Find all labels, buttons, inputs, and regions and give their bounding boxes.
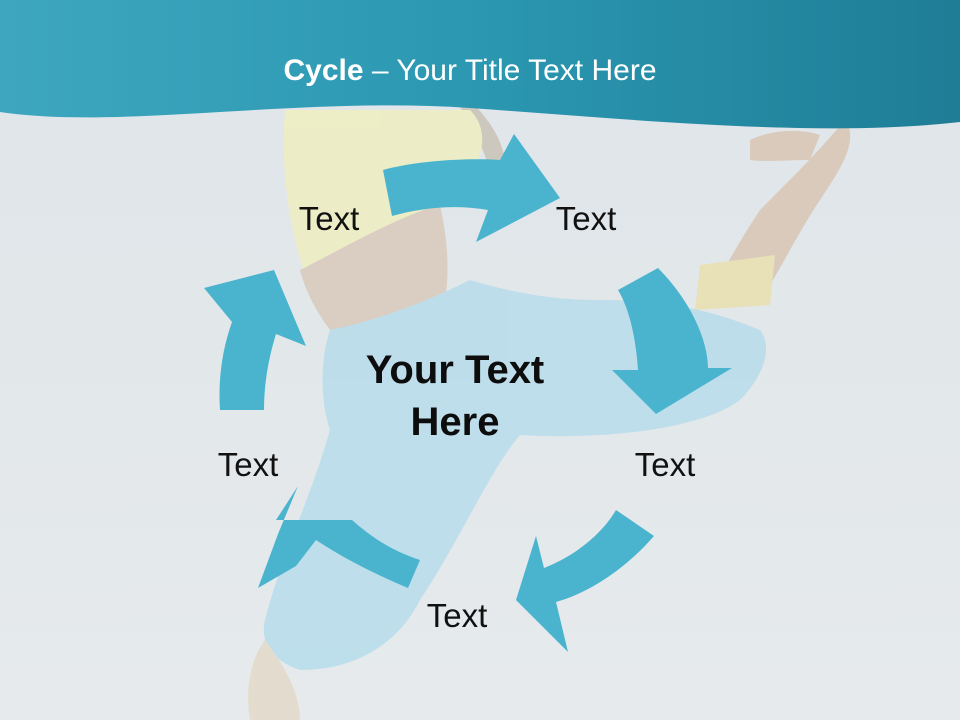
cycle-node-4[interactable]: Text: [426, 597, 488, 634]
cycle-arrow-3[interactable]: [516, 510, 654, 652]
slide-title[interactable]: Cycle – Your Title Text Here: [0, 54, 940, 88]
cycle-arrow-2[interactable]: [612, 268, 732, 414]
title-bold: Cycle: [283, 54, 364, 87]
title-banner: [0, 0, 960, 129]
cycle-node-3[interactable]: Text: [634, 446, 696, 483]
cycle-arrow-5[interactable]: [204, 270, 306, 410]
cycle-arrow-4[interactable]: [258, 486, 420, 588]
cycle-node-1[interactable]: Text: [298, 200, 360, 237]
cycle-arrow-1[interactable]: [383, 134, 560, 242]
cycle-node-5[interactable]: Text: [217, 446, 279, 483]
center-text[interactable]: Your Text Here: [365, 348, 545, 444]
title-rest: – Your Title Text Here: [363, 54, 657, 87]
cycle-node-2[interactable]: Text: [555, 200, 617, 237]
